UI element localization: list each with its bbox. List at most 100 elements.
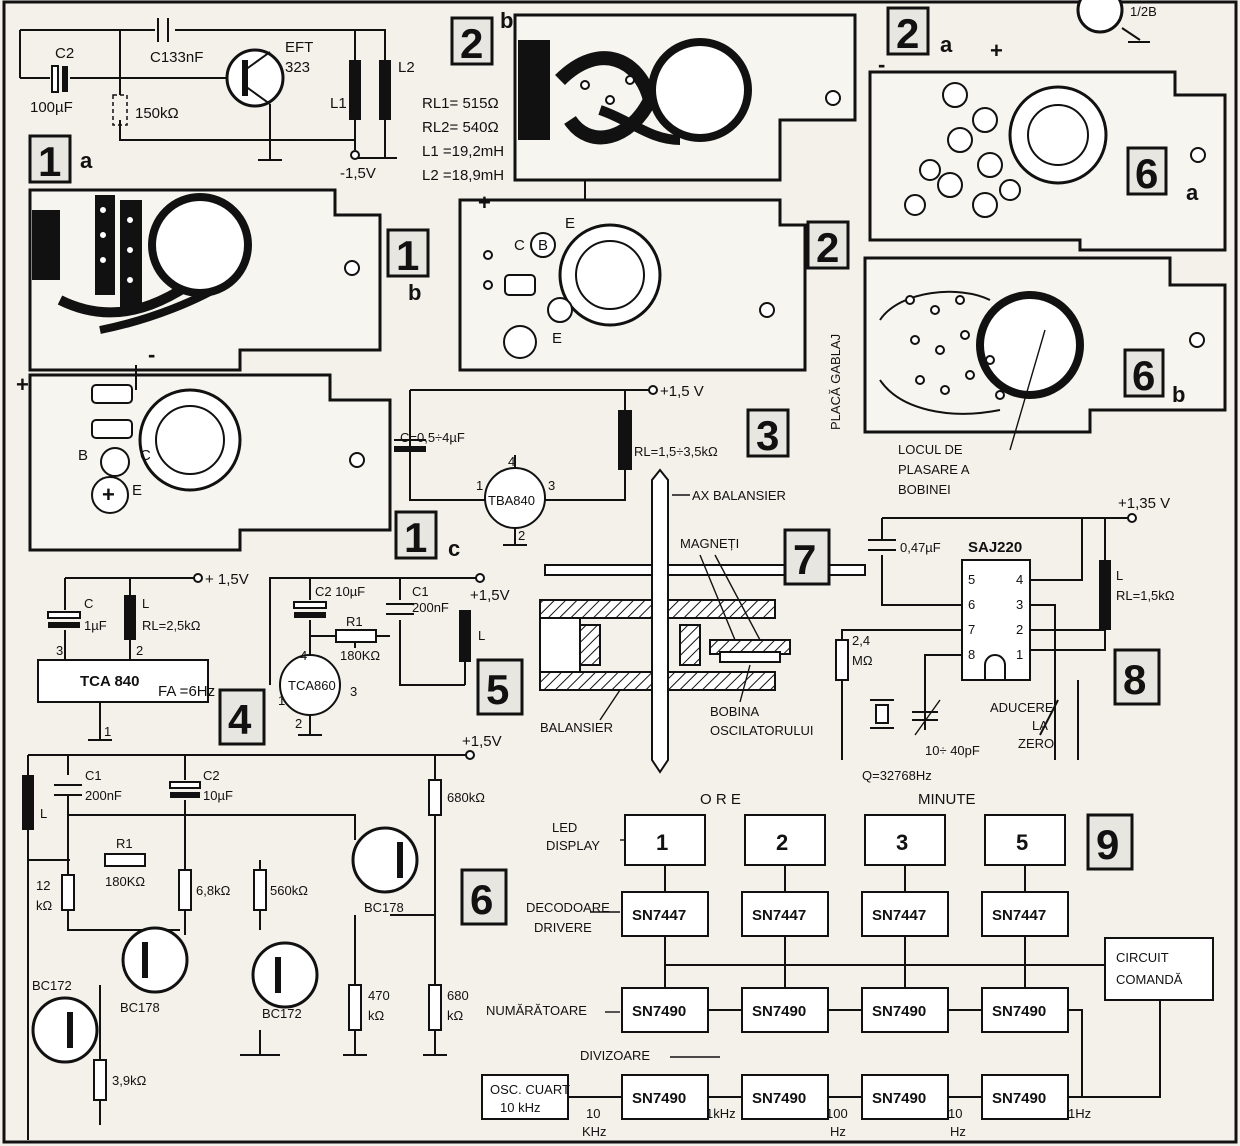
svg-text:6: 6	[1135, 150, 1158, 197]
fig5-ic: TCA860	[288, 678, 336, 693]
svg-text:2: 2	[816, 224, 839, 271]
svg-text:7: 7	[968, 622, 975, 637]
svg-text:C2: C2	[203, 768, 220, 783]
hours-label: O R E	[700, 791, 741, 808]
svg-text:1: 1	[38, 138, 61, 185]
svg-text:b: b	[1172, 382, 1185, 407]
svg-text:2: 2	[460, 20, 483, 67]
svg-text:3: 3	[1016, 597, 1023, 612]
fig8-number: 8	[1113, 648, 1161, 706]
svg-text:E: E	[132, 482, 142, 499]
fig6a-pcb: - +	[868, 38, 1227, 252]
fig2c-pcb: + C B E E	[458, 190, 807, 372]
fig4-number: 4	[218, 688, 266, 746]
fig1a-l1-value: L1 =19,2mH	[422, 143, 504, 160]
fig2b-number: 2 b	[450, 8, 513, 67]
fig1a-l2-label: L2	[398, 59, 415, 76]
svg-text:DISPLAY: DISPLAY	[546, 838, 600, 853]
svg-text:5: 5	[968, 572, 975, 587]
top-right-transistor: 1/2B	[1076, 0, 1157, 43]
svg-text:0,47µF: 0,47µF	[900, 540, 941, 555]
svg-text:12: 12	[36, 878, 50, 893]
fig1a-r-label: 150kΩ	[135, 105, 179, 122]
fig1a-l1-label: L1	[330, 95, 347, 112]
fig6-supply: +1,5V	[462, 733, 502, 750]
svg-text:180KΩ: 180KΩ	[105, 874, 145, 889]
svg-text:SN7447: SN7447	[632, 907, 686, 924]
svg-text:10 kHz: 10 kHz	[500, 1100, 540, 1115]
svg-text:a: a	[1186, 180, 1199, 205]
fig1a-c2-value: 100µF	[30, 99, 73, 116]
fig1b-pcb	[28, 188, 382, 372]
svg-text:2: 2	[136, 643, 143, 658]
svg-text:C: C	[514, 237, 525, 254]
fig6-schematic: +1,5V L C1 200nF C2 10µF R1 180KΩ 12 kΩ …	[22, 733, 502, 1140]
svg-text:10µF: 10µF	[203, 788, 233, 803]
fig1a-schematic: C2 100µF C133nF 150kΩ EFT 323 L1 L2 -1,5…	[19, 18, 504, 184]
svg-text:7: 7	[793, 536, 816, 583]
svg-text:ZERO: ZERO	[1018, 736, 1054, 751]
svg-text:DIVIZOARE: DIVIZOARE	[580, 1048, 650, 1063]
fig4-supply: + 1,5V	[205, 571, 249, 588]
svg-text:MΩ: MΩ	[852, 653, 873, 668]
svg-text:9: 9	[1096, 821, 1119, 868]
svg-text:1: 1	[396, 232, 419, 279]
led-display-4	[984, 814, 1066, 866]
svg-text:1: 1	[278, 693, 285, 708]
svg-text:10: 10	[948, 1106, 962, 1121]
svg-text:560kΩ: 560kΩ	[270, 883, 308, 898]
svg-text:2: 2	[776, 830, 788, 855]
svg-text:+: +	[16, 372, 29, 397]
fig1a-l2-value: L2 =18,9mH	[422, 167, 504, 184]
svg-text:BC172: BC172	[32, 978, 72, 993]
fig3-capacitor: C=0,5÷4µF	[400, 430, 465, 445]
led-display-2	[744, 814, 826, 866]
svg-text:6: 6	[1132, 352, 1155, 399]
svg-text:4: 4	[1016, 572, 1023, 587]
svg-text:NUMĂRĂTOARE: NUMĂRĂTOARE	[486, 1003, 587, 1018]
fig4-schematic: + 1,5V C 1µF L RL=2,5kΩ TCA 840 3 2 1 FA…	[37, 571, 249, 741]
fig3-supply: +1,5 V	[660, 383, 704, 400]
svg-text:200nF: 200nF	[85, 788, 122, 803]
svg-text:SN7490: SN7490	[992, 1090, 1046, 1107]
svg-text:10÷ 40pF: 10÷ 40pF	[925, 743, 980, 758]
svg-text:a: a	[940, 32, 953, 57]
fig2a-number: 2 a	[886, 6, 953, 57]
svg-text:1kHz: 1kHz	[706, 1106, 736, 1121]
fig6b-number: 6 b	[1123, 348, 1185, 407]
fig8-crystal: Q=32768Hz	[862, 768, 932, 783]
fig9-block-diagram: O R E MINUTE LED DISPLAY DECODOARE DRIVE…	[481, 791, 1214, 1139]
svg-text:10: 10	[586, 1106, 600, 1121]
fig1a-rl2: RL2= 540Ω	[422, 119, 499, 136]
divider-boxes: OSC. CUART 10 kHz SN7490 SN7490 SN7490 S…	[481, 1074, 1069, 1120]
fig9-number: 9	[1086, 813, 1134, 871]
fig6a-number: 6 a	[1126, 146, 1199, 205]
fig5-number: 5	[476, 658, 524, 716]
svg-text:2: 2	[896, 10, 919, 57]
fig8-schematic: +1,35 V 0,47µF SAJ220 L RL=1,5kΩ 2,4 MΩ …	[835, 495, 1175, 783]
svg-text:a: a	[80, 148, 93, 173]
svg-text:2,4: 2,4	[852, 633, 870, 648]
svg-text:180KΩ: 180KΩ	[340, 648, 380, 663]
svg-text:5: 5	[1016, 830, 1028, 855]
svg-text:R1: R1	[116, 836, 133, 851]
minutes-label: MINUTE	[918, 791, 976, 808]
svg-text:C: C	[84, 596, 93, 611]
fig6-number: 6	[460, 868, 508, 926]
svg-text:kΩ: kΩ	[36, 898, 53, 913]
fig2b-pcb	[513, 13, 857, 182]
svg-text:1: 1	[1016, 647, 1023, 662]
fig1c-pcb: + - B C E +	[16, 342, 392, 552]
svg-text:E: E	[552, 330, 562, 347]
svg-text:2: 2	[518, 528, 525, 543]
svg-text:8: 8	[968, 647, 975, 662]
svg-text:-: -	[148, 342, 155, 367]
fig3-ic: TBA840	[488, 493, 535, 508]
fig1c-number: 1 c	[394, 510, 460, 561]
svg-text:C1: C1	[85, 768, 102, 783]
svg-text:kΩ: kΩ	[368, 1008, 385, 1023]
svg-text:3,9kΩ: 3,9kΩ	[112, 1073, 147, 1088]
svg-text:c: c	[448, 536, 460, 561]
fig1a-c1-label: C133nF	[150, 49, 203, 66]
